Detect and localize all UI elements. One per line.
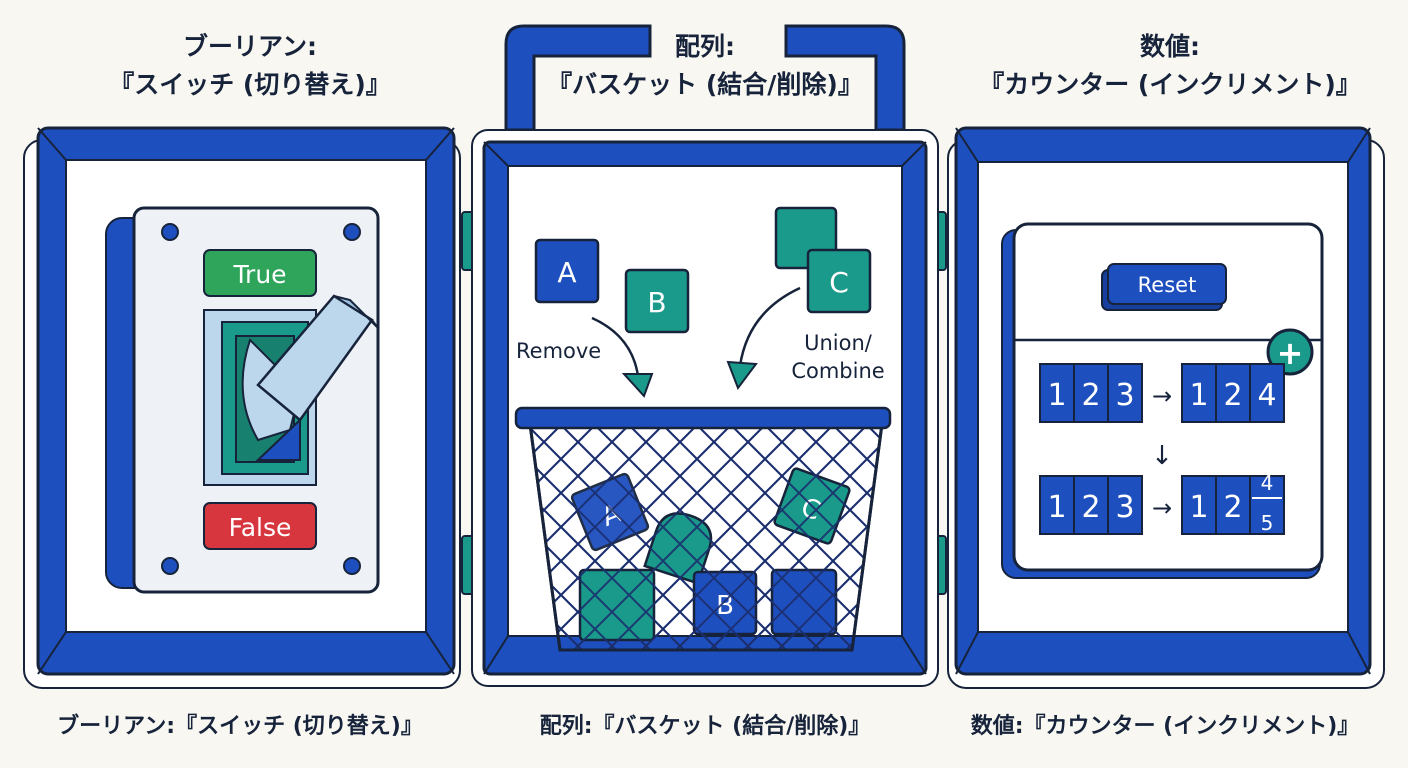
true-badge xyxy=(203,249,317,297)
screw-icon xyxy=(161,557,179,575)
false-badge xyxy=(203,502,317,550)
digit: 3 xyxy=(1115,378,1134,413)
union-label-line2: Combine xyxy=(791,359,884,383)
digit: 2 xyxy=(1081,378,1100,413)
boolean-title-line2: 『スイッチ (切り替え)』 xyxy=(109,70,391,99)
array-title-line2: 『バスケット (結合/削除)』 xyxy=(547,70,863,99)
block-a-label: A xyxy=(557,256,576,289)
switch-plate: True False xyxy=(105,206,380,594)
screw-icon xyxy=(343,557,361,575)
array-title: 配列: 『バスケット (結合/削除)』 xyxy=(500,28,910,104)
reset-button[interactable]: Reset xyxy=(1101,263,1227,311)
screw-icon xyxy=(343,223,361,241)
arrowhead-icon xyxy=(621,373,654,398)
digit: 1 xyxy=(1189,378,1208,413)
block-c-label: C xyxy=(829,266,849,299)
union-arrow xyxy=(738,286,801,367)
digit: 4 xyxy=(1257,378,1276,413)
remove-arrow xyxy=(591,316,640,377)
counter-row2-before: 1 2 3 xyxy=(1039,475,1143,535)
digit: 3 xyxy=(1115,490,1134,525)
arrowhead-icon xyxy=(726,360,758,391)
boolean-title: ブーリアン: 『スイッチ (切り替え)』 xyxy=(40,28,460,104)
false-label: False xyxy=(229,513,292,542)
true-label: True xyxy=(232,260,286,289)
digit: 1 xyxy=(1047,378,1066,413)
arrow-right-icon: → xyxy=(1152,494,1172,522)
digit: 2 xyxy=(1081,490,1100,525)
rolling-digit-top: 4 xyxy=(1261,471,1274,495)
digit: 2 xyxy=(1223,490,1242,525)
screw-icon xyxy=(161,223,179,241)
reset-label: Reset xyxy=(1138,273,1197,297)
number-title-line1: 数値: xyxy=(1140,32,1200,61)
counter-row1-before: 1 2 3 xyxy=(1039,363,1143,423)
block-b-label: B xyxy=(647,286,666,319)
toggle-lever[interactable] xyxy=(241,294,379,461)
block-c: C xyxy=(806,248,872,314)
number-title: 数値: 『カウンター (インクリメント)』 xyxy=(960,28,1380,104)
boolean-caption: ブーリアン:『スイッチ (切り替え)』 xyxy=(57,714,423,739)
counter-row2-after: 1 2 4 5 xyxy=(1181,471,1285,535)
boolean-panel: True False xyxy=(23,126,461,689)
number-caption: 数値:『カウンター (インクリメント)』 xyxy=(970,714,1360,739)
union-label-line1: Union/ xyxy=(804,331,873,355)
array-panel: A B C Remove Union/ Combine A xyxy=(461,24,947,687)
remove-label: Remove xyxy=(516,339,601,363)
digit: 1 xyxy=(1189,490,1208,525)
digit: 1 xyxy=(1047,490,1066,525)
block-b: B xyxy=(624,268,690,334)
number-panel: Reset + 1 2 3 → 1 2 4 ↓ xyxy=(947,126,1385,689)
basket: A C B xyxy=(514,406,892,652)
counter-row1-after: 1 2 4 xyxy=(1181,363,1285,423)
digit: 2 xyxy=(1223,378,1242,413)
rolling-digit-bottom: 5 xyxy=(1261,511,1274,535)
array-title-line1: 配列: xyxy=(675,32,735,61)
boolean-title-line1: ブーリアン: xyxy=(183,32,317,61)
block-a: A xyxy=(534,238,600,304)
arrow-down-icon: ↓ xyxy=(1151,441,1173,471)
arrow-right-icon: → xyxy=(1152,382,1172,410)
array-caption: 配列:『バスケット (結合/削除)』 xyxy=(539,714,871,739)
number-title-line2: 『カウンター (インクリメント)』 xyxy=(979,70,1361,99)
